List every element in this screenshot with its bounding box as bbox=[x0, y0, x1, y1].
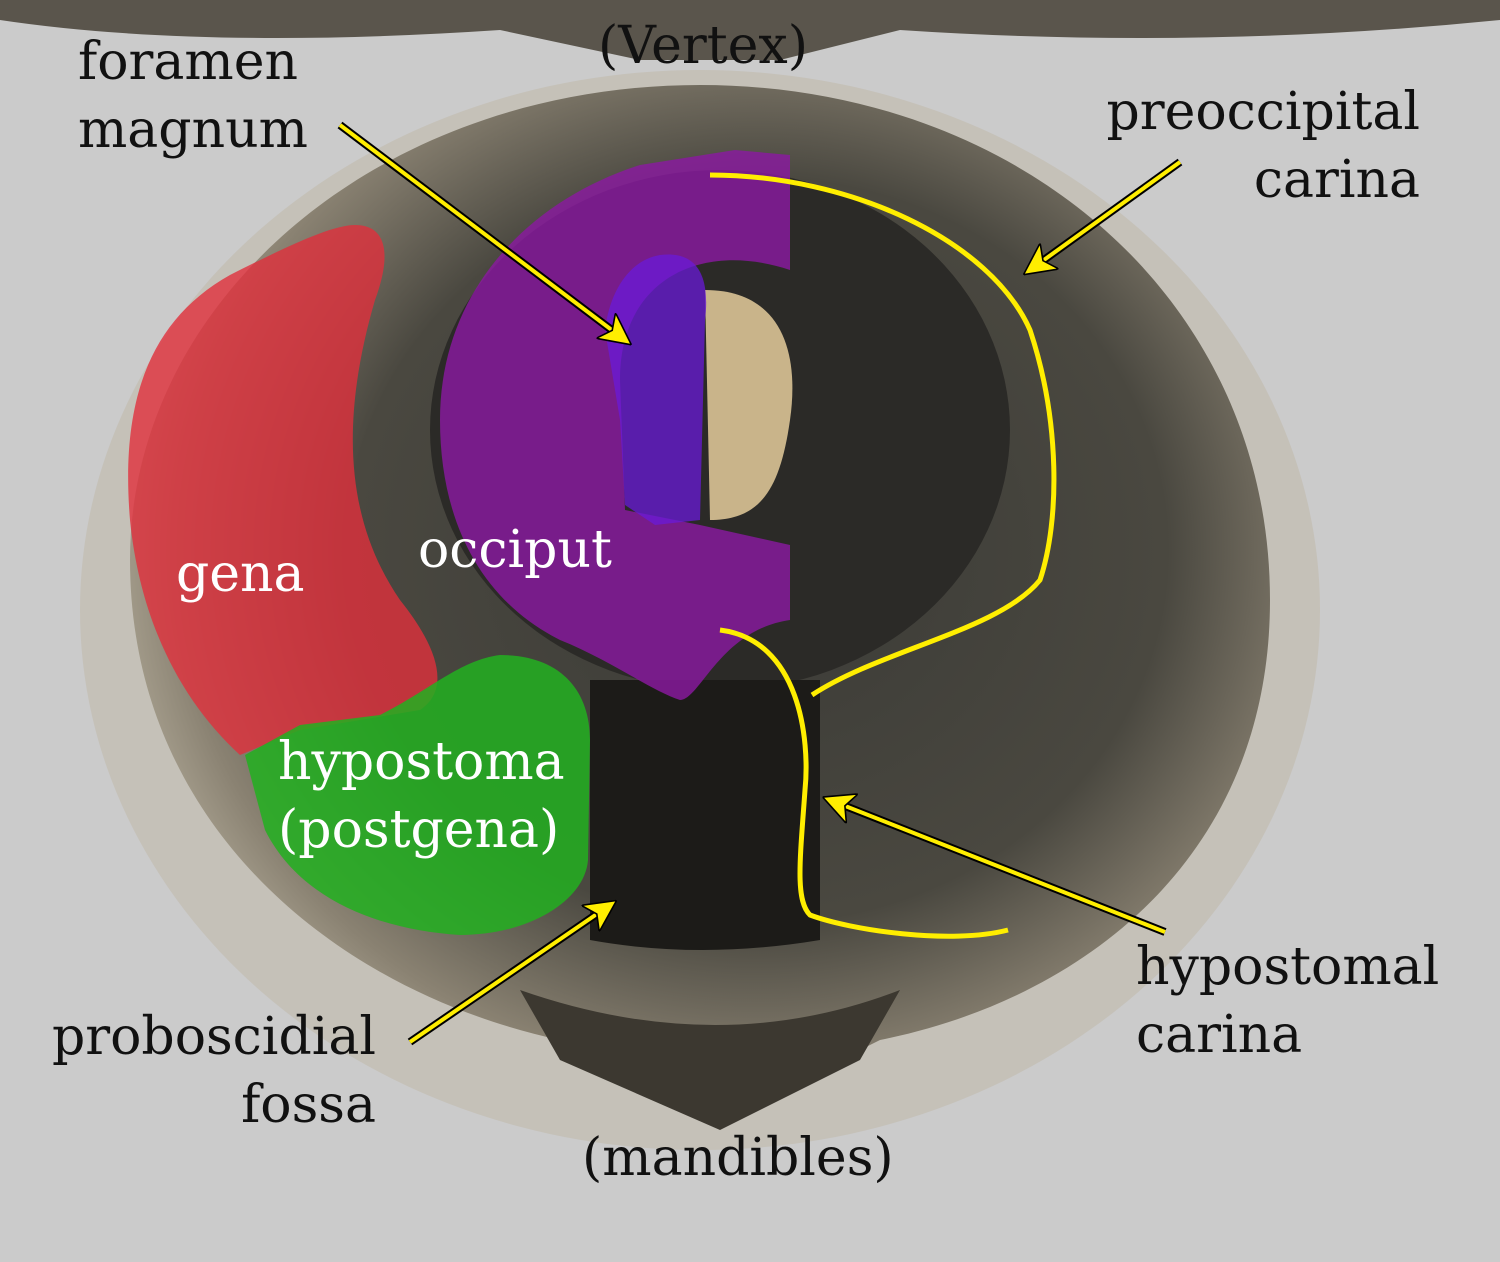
foramen-opening bbox=[705, 290, 793, 520]
label-preoccipital-line1: preoccipital bbox=[1106, 82, 1420, 142]
label-proboscidial-line1: proboscidial bbox=[51, 1007, 376, 1067]
antenna-bases bbox=[0, 0, 1500, 60]
hypostoma-region bbox=[245, 655, 590, 935]
label-foramen-line1: foramen bbox=[78, 32, 298, 92]
preoccipital-carina-line bbox=[709, 172, 1057, 698]
label-hypostomal-line1: hypostomal bbox=[1136, 937, 1440, 997]
label-foramen-line2: magnum bbox=[78, 100, 308, 160]
label-vertex: (Vertex) bbox=[598, 16, 808, 76]
label-hypostomal-line2: carina bbox=[1136, 1005, 1303, 1065]
label-preoccipital-line2: carina bbox=[1253, 150, 1420, 210]
label-gena: gena bbox=[176, 544, 305, 604]
hypostomal-arrow bbox=[830, 800, 1166, 934]
gena-region bbox=[128, 225, 438, 755]
hypostomal-carina-line bbox=[719, 627, 1009, 939]
proboscidial-arrow bbox=[408, 905, 610, 1044]
label-occiput: occiput bbox=[418, 520, 612, 580]
foramen-arrow bbox=[338, 123, 625, 340]
proboscidial-fossa-region bbox=[590, 680, 820, 950]
mandibles-region bbox=[520, 990, 900, 1130]
preoccipital-arrow bbox=[1030, 160, 1182, 270]
label-mandibles: (mandibles) bbox=[582, 1128, 894, 1188]
label-hypostoma-line1: hypostoma bbox=[278, 732, 565, 792]
label-hypostoma-line2: (postgena) bbox=[278, 800, 560, 860]
label-proboscidial-line2: fossa bbox=[241, 1075, 376, 1135]
occiput-region bbox=[440, 150, 790, 700]
